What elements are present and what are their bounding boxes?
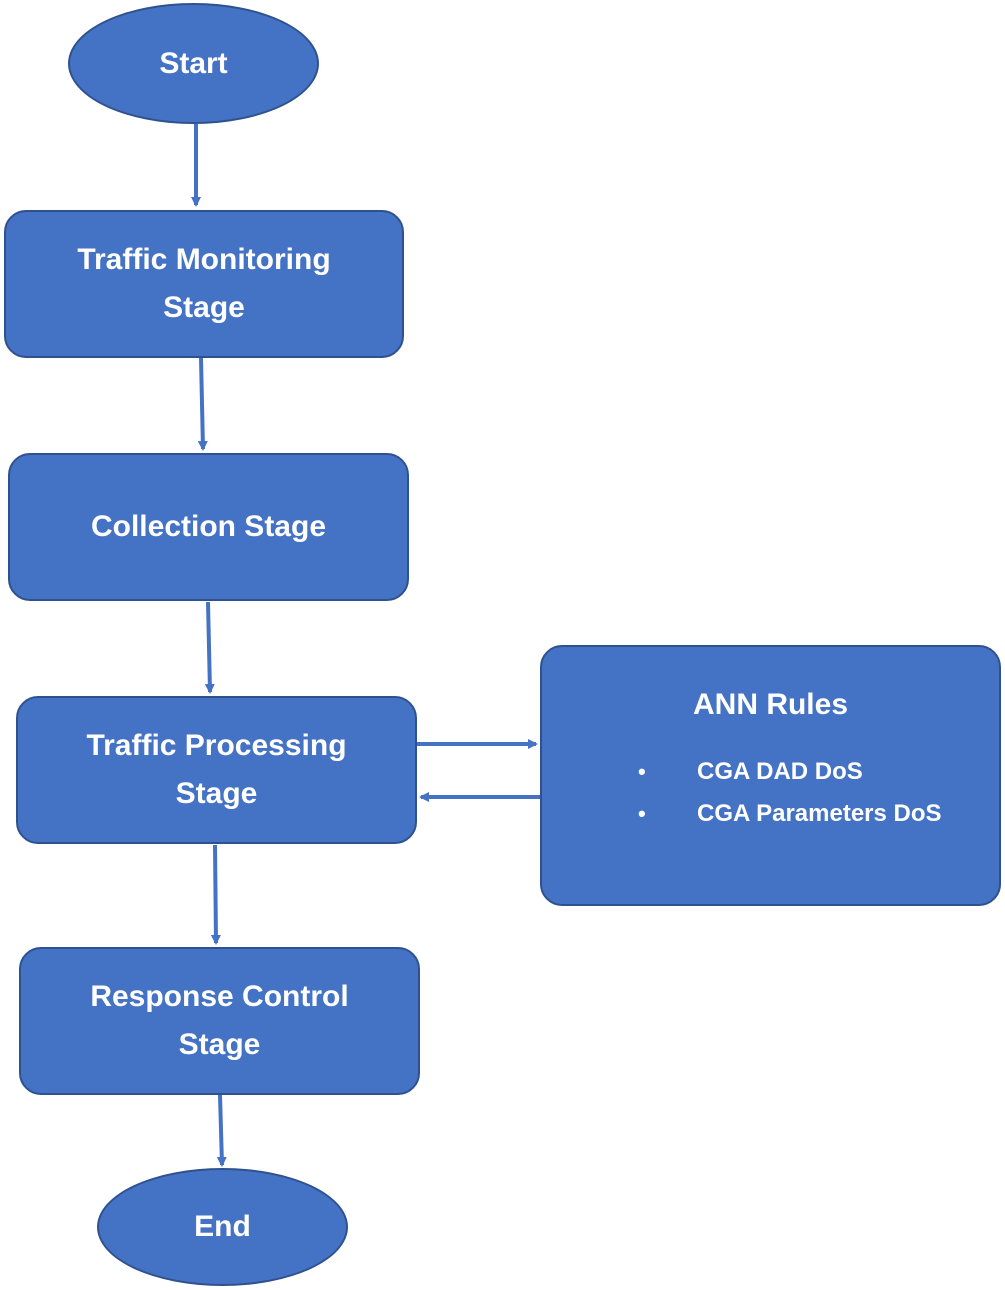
traffic-monitoring-stage: Traffic Monitoring Stage — [4, 210, 404, 358]
ann-rule-item: •CGA DAD DoS — [542, 751, 999, 793]
traffic-processing-label: Traffic Processing Stage — [86, 729, 347, 810]
start-node: Start — [68, 3, 319, 124]
bullet-icon: • — [638, 801, 646, 826]
response-control-label: Response Control Stage — [90, 980, 349, 1061]
arrow-monitoring-to-collection — [197, 357, 208, 451]
bullet-icon: • — [638, 759, 646, 784]
traffic-processing-stage: Traffic Processing Stage — [16, 696, 417, 844]
ann-rules-list: •CGA DAD DoS •CGA Parameters DoS — [542, 751, 999, 835]
traffic-monitoring-label: Traffic Monitoring Stage — [77, 243, 331, 324]
arrow-response-to-end — [216, 1094, 227, 1167]
ann-rules-box: ANN Rules •CGA DAD DoS •CGA Parameters D… — [540, 645, 1001, 906]
end-label: End — [194, 1210, 251, 1243]
collection-label: Collection Stage — [90, 510, 327, 543]
ann-rules-title: ANN Rules — [692, 688, 849, 721]
end-node: End — [97, 1168, 348, 1286]
collection-stage: Collection Stage — [8, 453, 409, 601]
arrow-processing-to-response — [210, 844, 221, 945]
response-control-stage: Response Control Stage — [19, 947, 420, 1095]
start-label: Start — [159, 46, 228, 80]
arrow-collection-to-processing — [204, 601, 215, 694]
ann-rule-item: •CGA Parameters DoS — [542, 793, 999, 835]
